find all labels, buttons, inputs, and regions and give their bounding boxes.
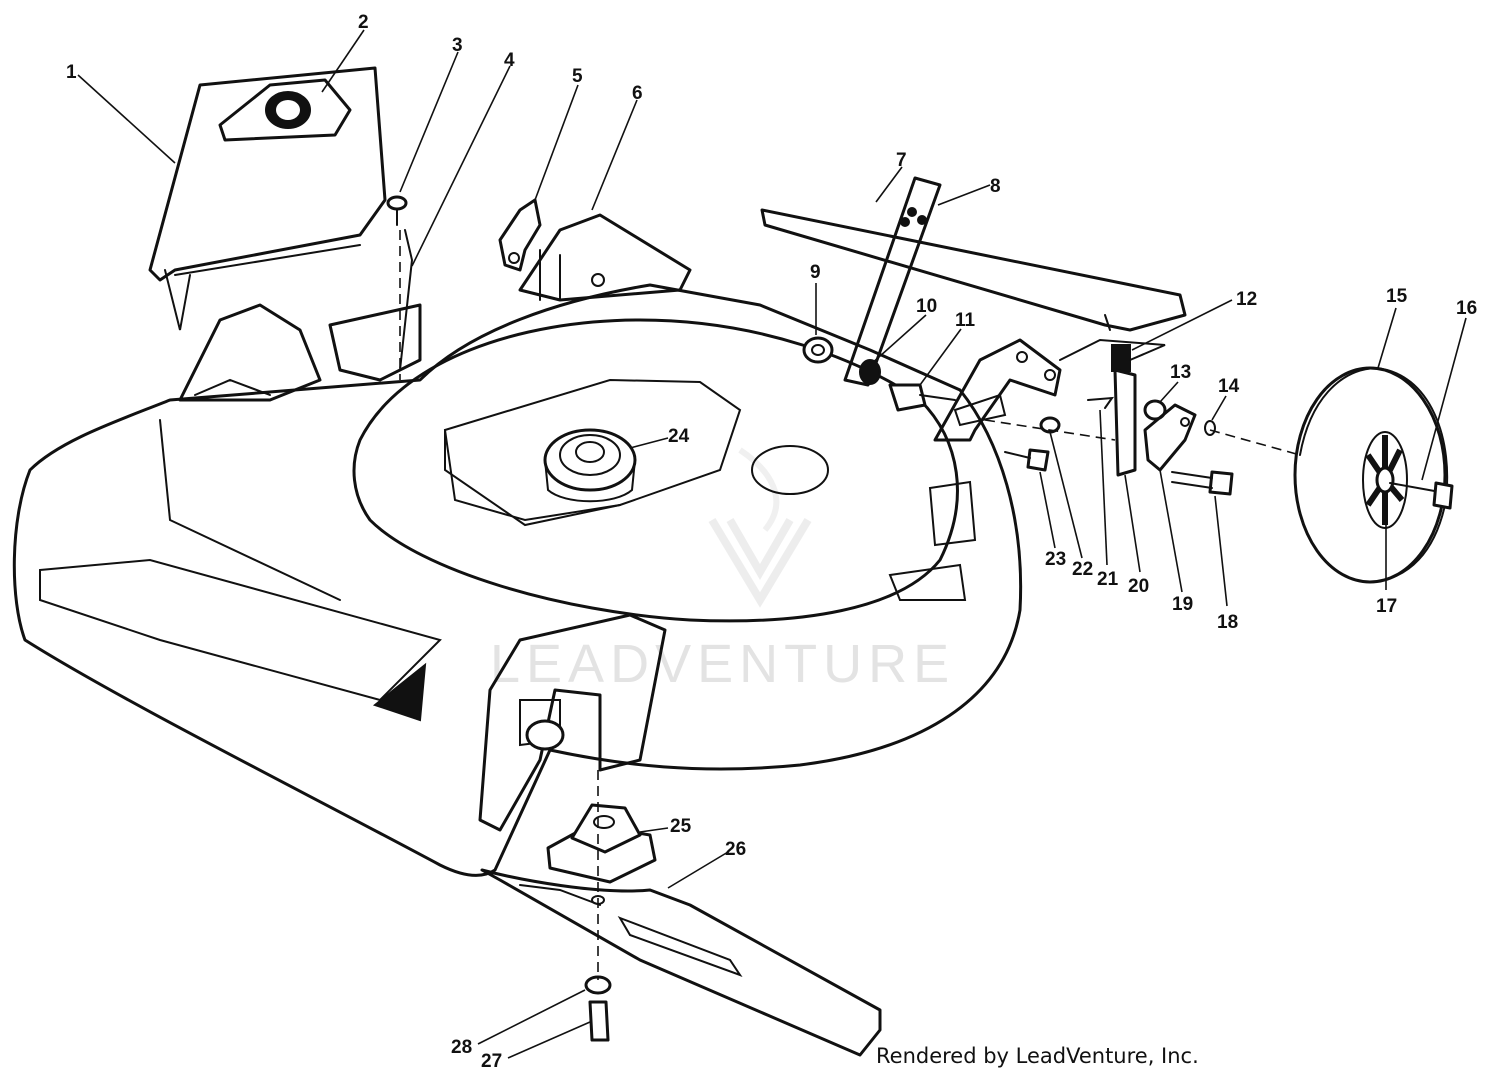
assembly-line-bracket xyxy=(984,419,1116,441)
axle-bolt xyxy=(1389,481,1454,510)
callout-20: 20 xyxy=(1128,576,1149,597)
washer-14 xyxy=(1204,420,1216,436)
bolt-27 xyxy=(588,1000,610,1042)
callout-labels: 1 2 3 4 5 6 7 8 9 10 11 12 13 14 15 16 1… xyxy=(66,12,1477,1072)
callout-11: 11 xyxy=(955,310,976,331)
wheel xyxy=(1293,366,1449,584)
callout-10: 10 xyxy=(916,296,937,317)
adapter-plate xyxy=(546,803,657,884)
height-bracket xyxy=(498,198,542,272)
blade-adapter xyxy=(543,428,637,503)
hinge-rod xyxy=(399,229,414,371)
watermark-logo xyxy=(708,447,812,608)
callout-25: 25 xyxy=(670,816,692,837)
callout-28: 28 xyxy=(451,1037,472,1058)
callout-9: 9 xyxy=(810,262,821,283)
leader-lines xyxy=(77,29,1467,1059)
callout-5: 5 xyxy=(572,66,583,87)
washer-28 xyxy=(584,975,612,995)
watermark-text: LEADVENTURE xyxy=(490,634,955,694)
screw xyxy=(386,195,408,226)
rear-shield xyxy=(148,66,387,331)
callout-6: 6 xyxy=(632,83,643,104)
callout-19: 19 xyxy=(1172,594,1193,615)
adjuster-plate xyxy=(1113,368,1137,477)
callout-21: 21 xyxy=(1097,569,1119,590)
adjuster-strap xyxy=(843,176,942,387)
callout-13: 13 xyxy=(1170,362,1191,383)
pin xyxy=(1087,396,1115,409)
callout-26: 26 xyxy=(725,839,746,860)
wheel-bolt-18 xyxy=(1171,470,1234,496)
wheel-arm xyxy=(1143,403,1197,472)
spring-washer xyxy=(859,359,881,385)
mower-deck xyxy=(12,213,1023,877)
callout-18: 18 xyxy=(1217,612,1238,633)
callout-2: 2 xyxy=(358,12,369,33)
callout-27: 27 xyxy=(481,1051,502,1072)
callout-16: 16 xyxy=(1456,298,1477,319)
callout-23: 23 xyxy=(1045,549,1066,570)
callout-22: 22 xyxy=(1072,559,1093,580)
callout-3: 3 xyxy=(452,35,463,56)
rear-wheel-bracket xyxy=(933,338,1062,442)
nut-13 xyxy=(1143,399,1167,421)
shoulder-bolt xyxy=(888,383,956,412)
callout-12: 12 xyxy=(1236,289,1257,310)
callout-4: 4 xyxy=(504,50,515,71)
callout-24: 24 xyxy=(668,426,690,447)
badge xyxy=(218,78,352,142)
callout-7: 7 xyxy=(896,150,907,171)
credit-text: Rendered by LeadVenture, Inc. xyxy=(876,1044,1199,1068)
spring-clip xyxy=(1059,338,1166,372)
bolt-23 xyxy=(1004,448,1050,472)
blade xyxy=(480,868,882,1057)
rear-flap xyxy=(760,208,1187,332)
callout-17: 17 xyxy=(1376,596,1397,617)
nut-9 xyxy=(802,336,834,364)
callout-15: 15 xyxy=(1386,286,1408,307)
callout-1: 1 xyxy=(66,62,77,83)
callout-8: 8 xyxy=(990,176,1001,197)
assembly-line-wheel xyxy=(1209,429,1301,456)
callout-14: 14 xyxy=(1218,376,1240,397)
